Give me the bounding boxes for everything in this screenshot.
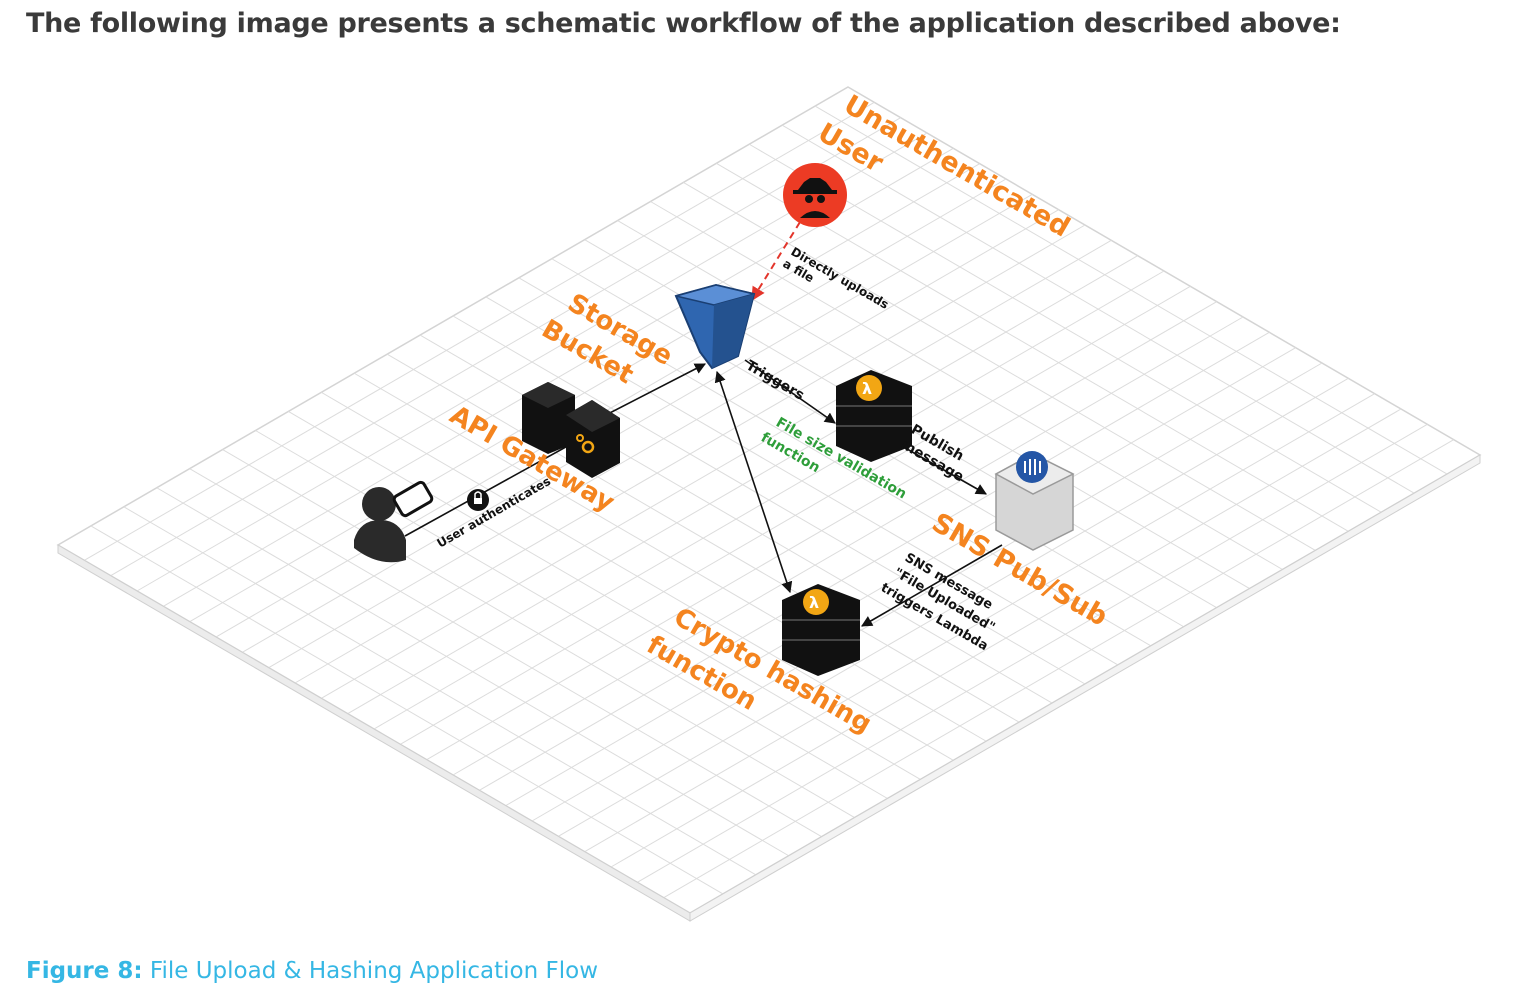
user-with-phone-icon	[354, 480, 434, 563]
figure-label: Figure 8:	[26, 958, 143, 984]
api-gateway-icon	[522, 382, 620, 478]
svg-text:λ: λ	[862, 379, 872, 398]
publish-arrow	[899, 444, 987, 495]
grid-plane	[56, 86, 1482, 922]
figure-caption: Figure 8: File Upload & Hashing Applicat…	[26, 958, 598, 984]
bucket-icon	[674, 283, 756, 370]
user-node	[354, 480, 489, 563]
sns-to-lambda-arrow	[861, 544, 1003, 627]
file-size-validation-node: λ	[836, 370, 912, 462]
intro-text: The following image presents a schematic…	[26, 8, 1341, 39]
gateway-to-bucket-arrow	[599, 363, 706, 419]
spy-icon	[783, 163, 847, 227]
lambda-icon: λ	[836, 370, 912, 462]
hash-writeback-arrow	[714, 370, 793, 594]
lambda-icon: λ	[782, 584, 860, 676]
sns-topic-icon	[994, 451, 1075, 551]
svg-text:λ: λ	[809, 593, 819, 612]
lock-icon	[467, 489, 489, 511]
figure-title: File Upload & Hashing Application Flow	[149, 958, 599, 984]
upload-flow-arrow	[751, 221, 801, 302]
